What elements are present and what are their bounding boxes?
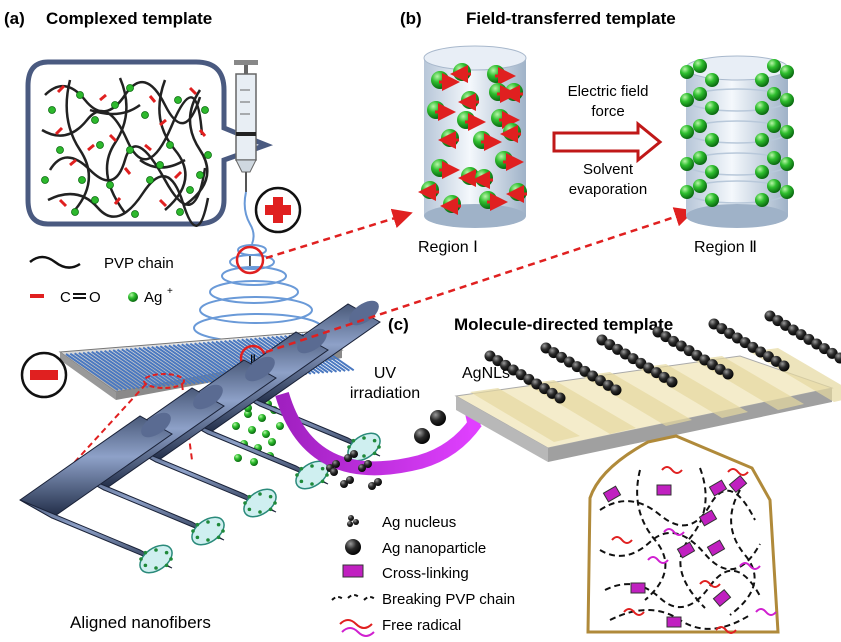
nanofibers-label: Aligned nanofibers [70, 613, 211, 632]
crosslink-network [599, 466, 777, 634]
field-transfer-arrow [552, 120, 663, 164]
region-one-label: Region Ⅰ [418, 239, 478, 256]
legend-c-item: Free radical [382, 617, 461, 634]
aligned-nanofibers [19, 300, 381, 574]
ag-nanoparticle-icon [345, 539, 361, 555]
cylinder-region-two [680, 55, 794, 228]
panel-a-title: Complexed template [46, 9, 212, 28]
panel-b-letter: (b) [400, 9, 422, 28]
pvp-network [41, 77, 210, 227]
free-radical-icon-red [339, 619, 373, 629]
svg-text:Ⅱ: Ⅱ [250, 352, 256, 367]
legend-pvp-chain: PVP chain [104, 255, 174, 272]
panel-b-title: Field-transferred template [466, 9, 676, 28]
panel-c-letter: (c) [388, 315, 409, 334]
ag-ions-in-complex [41, 84, 212, 218]
agnls-label: AgNLs [462, 365, 510, 382]
ag-ion-legend-icon [128, 292, 138, 302]
legend-c-item: Ag nanoparticle [382, 540, 486, 557]
legend-c-item: Breaking PVP chain [382, 591, 515, 608]
breaking-chain-icon [331, 594, 377, 601]
arrow-label-electric-field: Electric field [568, 83, 649, 100]
ag-nucleus-icon [347, 515, 359, 527]
ag-nuclei-cluster [326, 450, 382, 490]
arrow-label-solvent: Solvent [583, 161, 634, 178]
legend-c: Ag nucleus Ag nanoparticle Cross-linking… [331, 514, 515, 637]
pvp-chain-legend-icon [29, 255, 81, 269]
carbonyl-marks [54, 84, 207, 208]
legend-c-item: Cross-linking [382, 565, 469, 582]
legend-carbonyl-o: O [89, 289, 101, 306]
uv-arc-arrow [275, 391, 482, 476]
legend-ag-ion-sup: + [167, 286, 173, 297]
region-one-marker: Ⅰ [235, 245, 265, 275]
agnls-plate [454, 310, 841, 462]
panel-a-letter: (a) [4, 9, 25, 28]
region-two-label: Region Ⅱ [694, 239, 757, 256]
legend-c-item: Ag nucleus [382, 514, 456, 531]
cylinder-region-one [418, 45, 527, 228]
irradiation-label: irradiation [350, 385, 420, 402]
negative-electrode-icon [20, 351, 68, 399]
ag-nanoparticles-near-arc [414, 410, 446, 444]
arrow-label-evaporation: evaporation [569, 181, 647, 198]
arrow-to-region-two [265, 207, 695, 354]
zoom-region [143, 373, 185, 389]
panel-c-title: Molecule-directed template [454, 315, 673, 334]
arrow-label-force: force [591, 103, 624, 120]
positive-electrode-icon [254, 186, 302, 234]
cross-linking-icon [342, 564, 364, 578]
syringe [234, 60, 258, 245]
arrow-to-region-one [265, 208, 413, 260]
free-radical-icon-magenta [341, 627, 375, 637]
legend-carbonyl-c: C [60, 289, 71, 306]
legend-ag-ion: Ag [144, 289, 162, 306]
jet-spiral [193, 244, 323, 343]
uv-label: UV [374, 365, 397, 382]
nanofiber [19, 412, 173, 574]
svg-text:Ⅰ: Ⅰ [248, 253, 252, 269]
